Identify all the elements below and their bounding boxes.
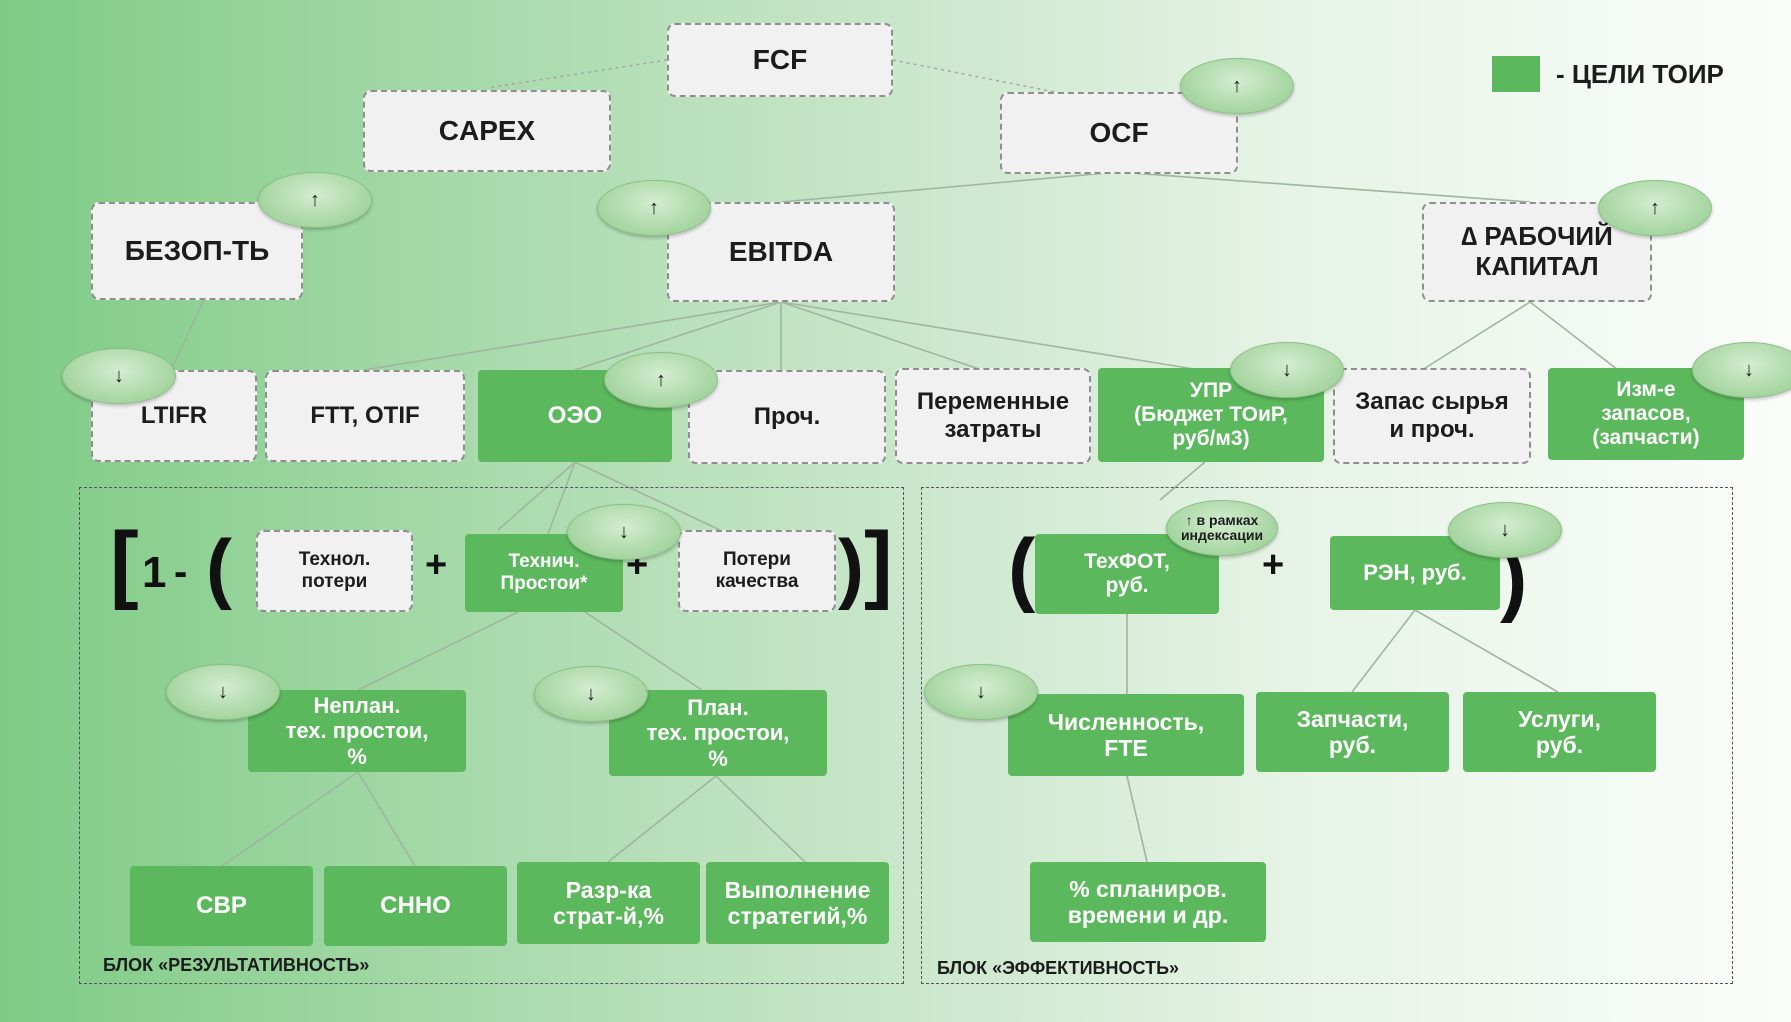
connector-headcount-planned-time	[1126, 775, 1148, 863]
unplanned-down-marker: ↓	[166, 664, 280, 720]
snno-node: СННО	[324, 866, 507, 946]
arrow-down-icon: ↓	[619, 520, 629, 543]
strategy-dev-node: Разр-ка страт-й,%	[517, 862, 700, 944]
connector-unplanned-snno	[357, 771, 416, 867]
connector-upr-techfot	[1159, 461, 1206, 501]
connector-safety-ltifr	[169, 299, 205, 373]
connector-wc-inventory	[1529, 301, 1619, 371]
connector-oee-tech-losses	[497, 461, 576, 531]
efficiency-block-label: БЛОК «ЭФФЕКТИВНОСТЬ»	[937, 958, 1180, 978]
efficiency-block	[921, 487, 1733, 984]
arrow-up-icon: ↑	[1232, 74, 1242, 97]
tech-losses-node: Технол. потери	[256, 530, 413, 612]
connector-wc-raw-stock	[1421, 301, 1531, 371]
connector-ocf-ebitda	[780, 171, 1119, 203]
arrow-down-icon: ↓	[976, 680, 986, 703]
upr-formula-paren-open: (	[1008, 523, 1036, 614]
arrow-down-icon: ↓	[1500, 518, 1510, 541]
formula-minus: -	[174, 550, 188, 594]
formula-paren-close: )	[838, 523, 864, 611]
connector-oee-quality	[574, 461, 721, 531]
indexation-note: ↑ в рамках индексации	[1180, 511, 1264, 543]
safety-up-marker: ↑	[258, 172, 372, 228]
ren-down-marker: ↓	[1448, 502, 1562, 558]
tech-downtime-down-marker: ↓	[567, 504, 681, 560]
arrow-up-icon: ↑	[1650, 196, 1660, 219]
capex-node: CAPEX	[363, 90, 611, 172]
connector-ren-services	[1414, 609, 1559, 693]
formula-one: 1	[142, 548, 167, 597]
oee-up-marker: ↑	[604, 352, 718, 408]
other-node: Проч.	[688, 370, 886, 464]
inventory-down-marker: ↓	[1692, 342, 1791, 398]
raw-stock-node: Запас сырья и проч.	[1333, 368, 1531, 464]
fcf-node: FCF	[667, 23, 893, 97]
arrow-down-icon: ↓	[1744, 358, 1754, 381]
connector-planned-strat-dev	[607, 775, 717, 863]
formula-bracket-open: [	[110, 515, 139, 611]
planned-downtime-node: План. тех. простои, %	[609, 690, 827, 776]
connector-downtime-unplanned	[357, 611, 519, 691]
inventory-change-node: Изм-е запасов, (запчасти)	[1548, 368, 1744, 460]
connector-ren-spare-parts	[1351, 609, 1416, 693]
legend-swatch	[1492, 56, 1540, 92]
upr-down-marker: ↓	[1230, 342, 1344, 398]
variable-costs-node: Переменные затраты	[895, 368, 1091, 464]
connector-planned-strat-exec	[715, 775, 806, 863]
arrow-up-icon: ↑	[310, 188, 320, 211]
arrow-down-icon: ↓	[218, 680, 228, 703]
connector-ebitda-oee	[574, 301, 782, 371]
arrow-up-icon: ↑	[649, 196, 659, 219]
arrow-down-icon: ↓	[1282, 358, 1292, 381]
arrow-down-icon: ↓	[114, 364, 124, 387]
ftt-otif-node: FTT, OTIF	[265, 370, 465, 462]
svr-node: СВР	[130, 866, 313, 946]
quality-losses-node: Потери качества	[678, 530, 836, 612]
connector-ebitda-variable	[780, 301, 983, 371]
legend-label: - ЦЕЛИ ТОИР	[1556, 59, 1724, 89]
planned-down-marker: ↓	[534, 666, 648, 722]
solid-connectors	[169, 171, 1619, 867]
formula-bracket-close: ]	[864, 515, 893, 611]
connector-oee-tech-downtime	[547, 461, 576, 535]
safety-node: БЕЗОП-ТЬ	[91, 202, 303, 300]
unplanned-downtime-node: Неплан. тех. простои, %	[248, 690, 466, 772]
upr-formula-plus: +	[1262, 544, 1285, 586]
connector-ebitda-upr	[780, 301, 1201, 371]
working-capital-up-marker: ↑	[1598, 180, 1712, 236]
ocf-up-marker: ↑	[1180, 58, 1294, 114]
spare-parts-node: Запчасти, руб.	[1256, 692, 1449, 772]
formula-paren-open: (	[206, 523, 232, 611]
results-block-label: БЛОК «РЕЗУЛЬТАТИВНОСТЬ»	[103, 955, 370, 975]
arrow-up-icon: ↑	[656, 368, 666, 391]
connector-unplanned-svr	[221, 771, 359, 867]
ltifr-down-marker: ↓	[62, 348, 176, 404]
headcount-down-marker: ↓	[924, 664, 1038, 720]
dotted-connectors	[486, 59, 1096, 101]
headcount-node: Численность, FTE	[1008, 694, 1244, 776]
services-node: Услуги, руб.	[1463, 692, 1656, 772]
connector-downtime-planned	[584, 611, 703, 691]
connector-fcf-capex	[486, 59, 668, 89]
planned-time-node: % спланиров. времени и др.	[1030, 862, 1266, 942]
ebitda-up-marker: ↑	[597, 180, 711, 236]
connector-ocf-working-capital	[1117, 171, 1531, 203]
strategy-exec-node: Выполнение стратегий,%	[706, 862, 889, 944]
formula-plus-1: +	[425, 544, 448, 586]
indexation-note-marker: ↑ в рамках индексации	[1166, 500, 1278, 556]
arrow-down-icon: ↓	[586, 682, 596, 705]
results-block	[79, 487, 904, 984]
connector-ebitda-ftt	[363, 301, 782, 371]
